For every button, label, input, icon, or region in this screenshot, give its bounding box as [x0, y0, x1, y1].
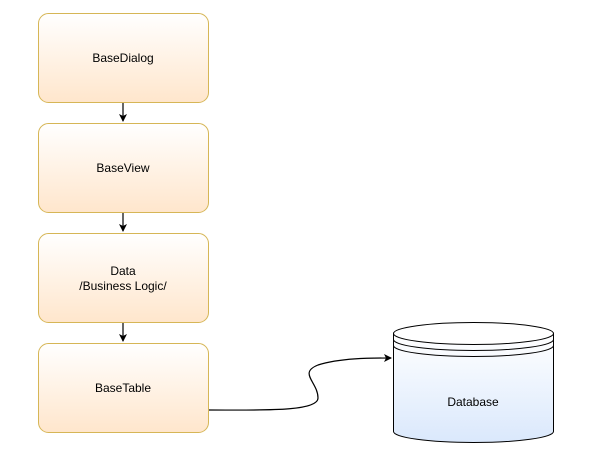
node-base-view-label: BaseView	[96, 161, 149, 175]
database-cylinder-top	[393, 322, 554, 345]
database-cylinder-ring-2	[393, 345, 554, 357]
node-base-view[interactable]: BaseView	[38, 123, 209, 213]
edge-basetable-to-database	[208, 354, 392, 411]
node-base-table-label: BaseTable	[95, 381, 151, 395]
database-cylinder-body	[393, 333, 554, 443]
node-base-dialog-label: BaseDialog	[92, 51, 153, 65]
node-data-label-line1: Data	[110, 264, 136, 278]
node-data[interactable]: Data /Business Logic/	[38, 233, 209, 323]
node-database[interactable]: Database	[393, 322, 554, 443]
node-base-dialog[interactable]: BaseDialog	[38, 13, 209, 103]
database-cylinder-ring-1	[393, 339, 554, 351]
node-base-table[interactable]: BaseTable	[38, 343, 209, 433]
node-data-label-line2: /Business Logic/	[79, 279, 167, 293]
node-database-label: Database	[447, 395, 499, 409]
